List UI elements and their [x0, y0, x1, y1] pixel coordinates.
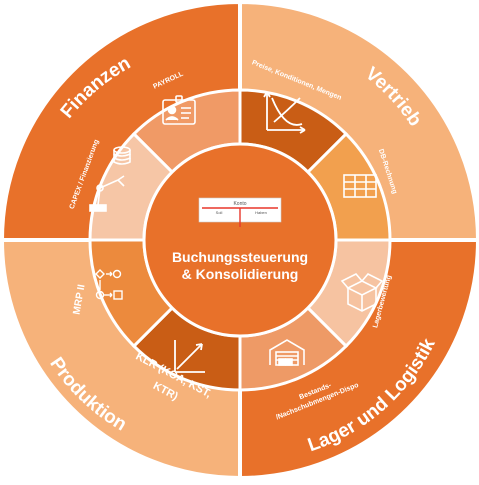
- growth-chart-icon: [174, 340, 205, 373]
- center-title-line1: Buchungssteuerung: [172, 249, 308, 265]
- warehouse-icon: [269, 339, 305, 366]
- konto-card: Konto Soll Haben: [198, 197, 282, 227]
- id-card-icon: [162, 95, 196, 125]
- segment-label-mrp: MRP II: [71, 283, 87, 315]
- center-circle: [142, 142, 338, 338]
- table-icon: [343, 174, 377, 198]
- konto-haben: Haben: [255, 210, 267, 215]
- chart-curves-icon: [263, 91, 306, 134]
- center-title-line2: & Konsolidierung: [182, 266, 299, 282]
- konto-soll: Soll: [216, 210, 223, 215]
- flow-diagram-icon: [95, 269, 123, 300]
- robot-arm-coins-icon: [89, 146, 131, 212]
- konto-title: Konto: [233, 201, 246, 207]
- box-icon: [340, 273, 384, 312]
